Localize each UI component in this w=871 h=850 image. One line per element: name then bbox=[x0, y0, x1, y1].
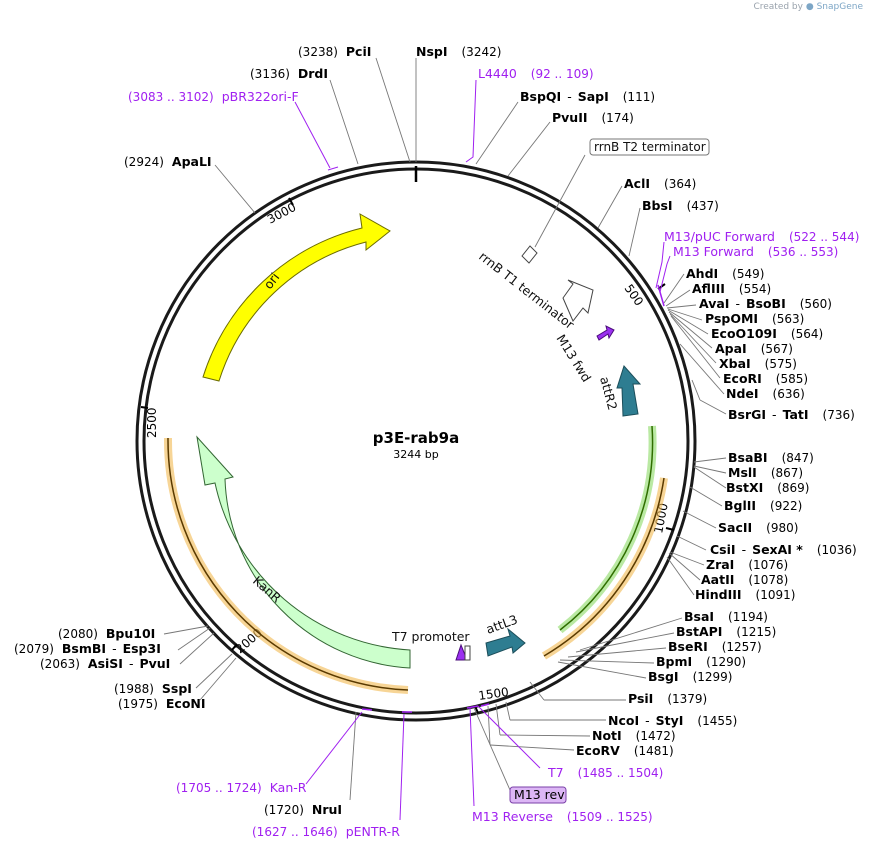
site-xbai[interactable]: XbaI (575) bbox=[719, 356, 797, 371]
site-econi[interactable]: (1975) EcoNI bbox=[118, 696, 206, 711]
site-zrai[interactable]: ZraI (1076) bbox=[706, 557, 788, 572]
site-bpmi[interactable]: BpmI (1290) bbox=[656, 654, 746, 669]
tick-1500: 1500 bbox=[477, 685, 509, 703]
primer-l4440[interactable]: L4440 (92 .. 109) bbox=[478, 66, 594, 81]
site-sspi[interactable]: (1988) SspI bbox=[114, 681, 192, 696]
site-bsgi[interactable]: BsgI (1299) bbox=[648, 669, 732, 684]
site-csii[interactable]: CsiI-SexAI * (1036) bbox=[710, 542, 857, 557]
site-nrui[interactable]: (1720) NruI bbox=[264, 802, 342, 817]
site-bstapi[interactable]: BstAPI (1215) bbox=[676, 624, 776, 639]
primer-t7[interactable]: T7 (1485 .. 1504) bbox=[547, 765, 663, 780]
site-aatii[interactable]: AatII (1078) bbox=[701, 572, 788, 587]
site-bspqi[interactable]: BspQI-SapI (111) bbox=[520, 89, 655, 104]
site-msli[interactable]: MslI (867) bbox=[728, 465, 803, 480]
primer-pbr322ori-f[interactable]: (3083 .. 3102) pBR322ori-F bbox=[128, 89, 299, 104]
primer-m13-rev[interactable]: M13 rev bbox=[514, 787, 565, 802]
feature-ori[interactable]: ori bbox=[202, 213, 391, 382]
feature-t7-label: T7 promoter bbox=[391, 629, 470, 644]
feature-rrnb-t1[interactable]: rrnB T1 terminator bbox=[476, 249, 594, 333]
site-drdi[interactable]: (3136) DrdI bbox=[250, 66, 328, 81]
site-bstxi[interactable]: BstXI (869) bbox=[726, 480, 810, 495]
site-apai[interactable]: ApaI (567) bbox=[715, 341, 793, 356]
primers: L4440 (92 .. 109) (3083 .. 3102) pBR322o… bbox=[128, 66, 859, 839]
site-noti[interactable]: NotI (1472) bbox=[592, 728, 676, 743]
site-bbsi[interactable]: BbsI (437) bbox=[642, 198, 719, 213]
site-sacii[interactable]: SacII (980) bbox=[718, 520, 798, 535]
attl3-region-outer bbox=[543, 477, 665, 657]
primer-m13-forward[interactable]: M13 Forward (536 .. 553) bbox=[673, 244, 838, 259]
site-avai[interactable]: AvaI-BsoBI (560) bbox=[699, 296, 832, 311]
site-afliii[interactable]: AflIII (554) bbox=[692, 281, 771, 296]
plasmid-name: p3E-rab9a bbox=[373, 429, 459, 447]
snapgene-credit: Created by ● SnapGene bbox=[753, 2, 863, 12]
feature-rrnb-t2-label: rrnB T2 terminator bbox=[594, 140, 706, 154]
site-bglii[interactable]: BglII (922) bbox=[724, 498, 802, 513]
site-ncoi[interactable]: NcoI-StyI (1455) bbox=[608, 713, 737, 728]
site-apali[interactable]: (2924) ApaLI bbox=[124, 154, 212, 169]
rrnb-t2-label-box bbox=[589, 138, 710, 156]
site-psii[interactable]: PsiI (1379) bbox=[628, 691, 707, 706]
site-eco0109i[interactable]: EcoO109I (564) bbox=[711, 326, 823, 341]
site-bpu10i[interactable]: (2080) Bpu10I bbox=[58, 626, 155, 641]
site-nspi[interactable]: NspI (3242) bbox=[416, 44, 501, 59]
kanr-region-outer bbox=[167, 437, 409, 691]
site-pvuii[interactable]: PvuII (174) bbox=[552, 110, 634, 125]
feature-kanr[interactable]: KanR bbox=[196, 435, 411, 669]
tick-2500: 2500 bbox=[145, 407, 159, 438]
site-bseri[interactable]: BseRI (1257) bbox=[668, 639, 762, 654]
m13-rev-label-box bbox=[509, 786, 567, 804]
insert-region bbox=[559, 425, 654, 631]
snapgene-logo-icon: ● bbox=[805, 2, 814, 12]
feature-attr2-label: attR2 bbox=[597, 375, 620, 412]
plasmid-length: 3244 bp bbox=[393, 448, 438, 461]
feature-attl3[interactable]: attL3 bbox=[484, 612, 526, 657]
primer-m13-reverse[interactable]: M13 Reverse (1509 .. 1525) bbox=[472, 809, 653, 824]
credit-prefix: Created by bbox=[753, 2, 803, 12]
site-bsai[interactable]: BsaI (1194) bbox=[684, 609, 768, 624]
site-ahdi[interactable]: AhdI (549) bbox=[686, 266, 764, 281]
site-bsmbi[interactable]: (2079) BsmBI-Esp3I bbox=[14, 641, 161, 656]
site-acli[interactable]: AclI (364) bbox=[624, 176, 696, 191]
feature-rrnb-t2[interactable]: rrnB T2 terminator bbox=[521, 138, 710, 264]
site-ecorv[interactable]: EcoRV (1481) bbox=[576, 743, 674, 758]
site-ecori[interactable]: EcoRI (585) bbox=[723, 371, 808, 386]
feature-t7-promoter[interactable]: T7 promoter bbox=[391, 629, 471, 661]
feature-attr2[interactable]: attR2 bbox=[597, 365, 642, 417]
site-pspomi[interactable]: PspOMI (563) bbox=[705, 311, 804, 326]
primer-pentr-r[interactable]: (1627 .. 1646) pENTR-R bbox=[252, 824, 400, 839]
site-asisi[interactable]: (2063) AsiSI-PvuI bbox=[40, 656, 170, 671]
feature-m13fwd-label: M13 fwd bbox=[553, 332, 594, 385]
site-ndei[interactable]: NdeI (636) bbox=[726, 386, 805, 401]
tick-500: 500 bbox=[622, 282, 647, 309]
credit-brand: SnapGene bbox=[816, 2, 863, 12]
site-bsrgi[interactable]: BsrGI-TatI (736) bbox=[728, 407, 855, 422]
restriction-sites: (3238) PciI NspI (3242) (3136) DrdI (292… bbox=[14, 44, 857, 817]
site-pcii[interactable]: (3238) PciI bbox=[298, 44, 371, 59]
primer-m13puc-forward[interactable]: M13/pUC Forward (522 .. 544) bbox=[664, 229, 859, 244]
site-hindiii[interactable]: HindIII (1091) bbox=[695, 587, 795, 602]
primer-kan-r[interactable]: (1705 .. 1724) Kan-R bbox=[176, 780, 307, 795]
site-bsabi[interactable]: BsaBI (847) bbox=[728, 450, 814, 465]
feature-attl3-label: attL3 bbox=[484, 612, 520, 637]
